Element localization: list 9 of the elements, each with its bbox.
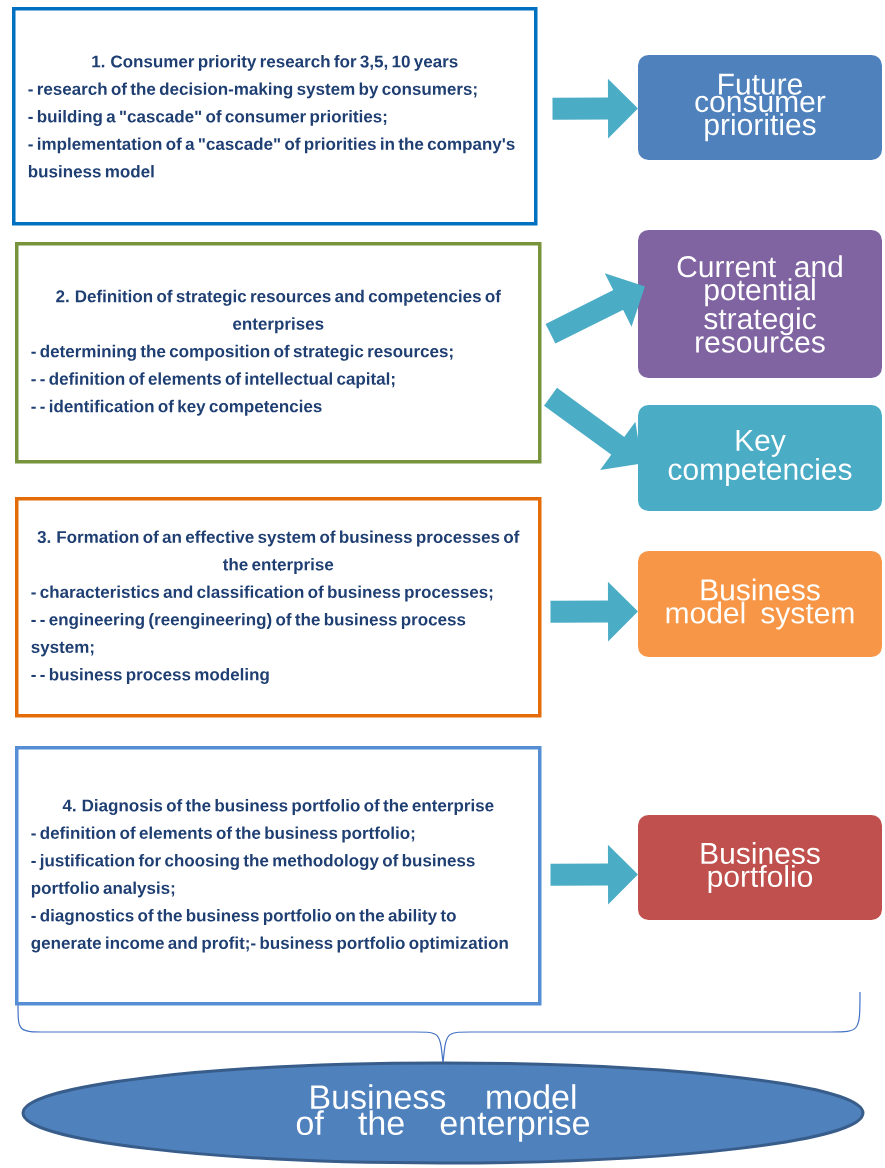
rounded-box: Future consumer priorities — [635, 52, 885, 163]
text-box: 1. Consumer priority research for 3,5, 10 years - research of the decision-making system by consumers; - building a "cascade" of consumer priorities; - implementation of a "cascade" of priorities in the company's business model — [12, 7, 538, 226]
rounded-box: Current and potential strategic resources — [635, 227, 885, 381]
text-box: 4. Diagnosis of the business portfolio of the enterprise - definition of elements of the business portfolio; - justification for choosing the methodology of business portfolio analysis; - diagnostics of the business portfolio on the ability to generate income and profit;- business portfolio optimization — [15, 746, 542, 1006]
rounded-box: Key competencies — [635, 402, 885, 514]
text-box: 2. Definition of strategic resources and competencies of enterprises - determining the composition of strategic resources; - - definition of elements of intellectual capital; - - identification of key competencies — [15, 242, 542, 464]
text-box: 3. Formation of an effective system of business processes of the enterprise - characteristics and classification of business processes; - - engineering (reengineering) of the business process system; - - business process modeling — [15, 497, 542, 718]
rounded-box: Business portfolio — [635, 812, 885, 923]
rounded-box: Business model system — [635, 548, 885, 660]
